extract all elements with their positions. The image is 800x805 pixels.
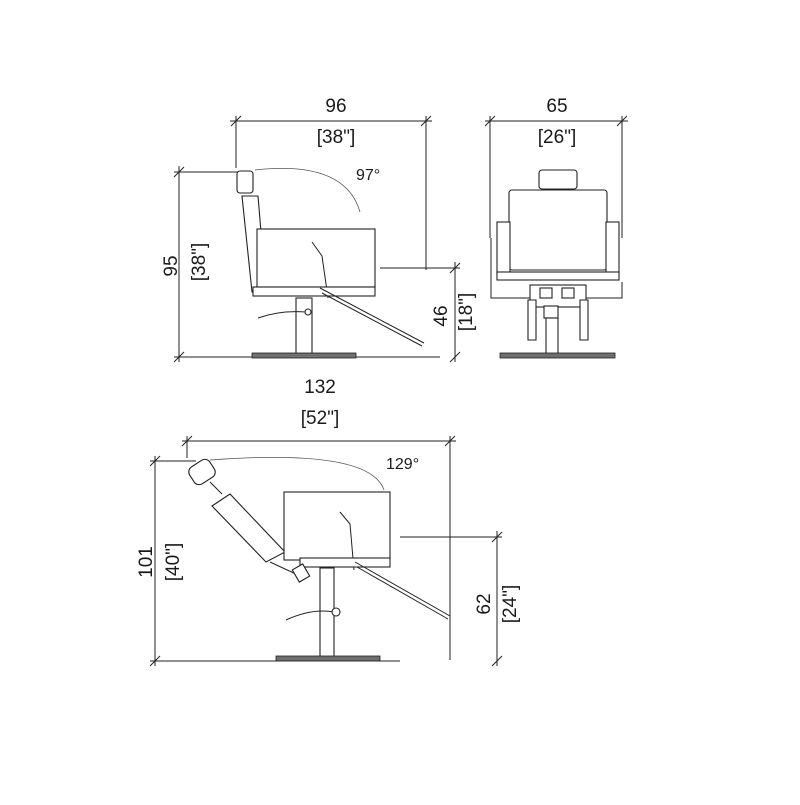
upright-seat (252, 286, 376, 297)
reclined-height-cm: 101 (136, 546, 157, 578)
front-width-dimension: 65 [26"] (484, 96, 628, 238)
reclined-pedestal (319, 567, 335, 661)
reclined-arm-handle (339, 511, 355, 571)
reclined-pump-pedal (285, 610, 335, 621)
reclined-angle-arc (209, 456, 385, 491)
upright-base (251, 352, 357, 359)
reclined-headrest (188, 458, 216, 486)
upright-height-in: [38"] (189, 243, 210, 281)
front-width-cm: 65 (546, 96, 567, 117)
upright-chair (236, 170, 425, 359)
front-seat (496, 271, 620, 281)
side-upright-view: 96 [38"] 95 [38"] 46 [18"] 97° (161, 96, 477, 363)
reclined-armrest-panel (283, 491, 391, 561)
front-view: 65 [26"] (484, 96, 628, 359)
front-backrest (508, 189, 608, 271)
upright-armrest-panel (256, 228, 376, 288)
upright-pump-pedal (257, 311, 307, 319)
upright-pedestal (295, 297, 313, 356)
side-reclined-view: 132 [52"] 101 [40"] 62 [24"] 129° (136, 377, 521, 667)
reclined-base (275, 655, 381, 662)
reclined-width-cm: 132 (304, 377, 336, 398)
upright-width-dimension: 96 [38"] (230, 96, 432, 270)
upright-seat-cm: 46 (431, 305, 452, 326)
front-mechanism (529, 284, 587, 308)
upright-seat-dimension: 46 [18"] (380, 262, 477, 363)
front-width-in: [26"] (538, 127, 576, 148)
reclined-footrest-bar (354, 561, 451, 617)
upright-seat-in: [18"] (456, 293, 477, 331)
reclined-seat (299, 557, 391, 568)
reclined-backrest (211, 493, 286, 563)
upright-angle-label: 97° (356, 167, 380, 184)
reclined-height-in: [40"] (163, 543, 184, 581)
upright-arm-handle (311, 241, 329, 299)
upright-headrest (236, 170, 254, 194)
upright-footrest-bar (319, 287, 425, 344)
upright-width-in: [38"] (317, 127, 355, 148)
front-left-arm (496, 221, 511, 275)
front-base (499, 352, 616, 359)
reclined-width-dimension: 132 [52"] (181, 377, 456, 660)
upright-width-cm: 96 (325, 96, 346, 117)
reclined-width-in: [52"] (301, 408, 339, 429)
front-right-arm (605, 221, 620, 275)
front-chair (490, 169, 623, 359)
reclined-angle-label: 129° (386, 456, 419, 473)
upright-height-cm: 95 (161, 255, 182, 276)
reclined-seat-cm: 62 (474, 593, 495, 614)
front-pedestal (545, 317, 559, 355)
reclined-seat-dimension: 62 [24"] (400, 531, 521, 667)
front-headrest (538, 169, 578, 190)
upright-angle-arc (254, 167, 361, 213)
reclined-chair (188, 458, 451, 662)
reclined-seat-in: [24"] (500, 585, 521, 623)
